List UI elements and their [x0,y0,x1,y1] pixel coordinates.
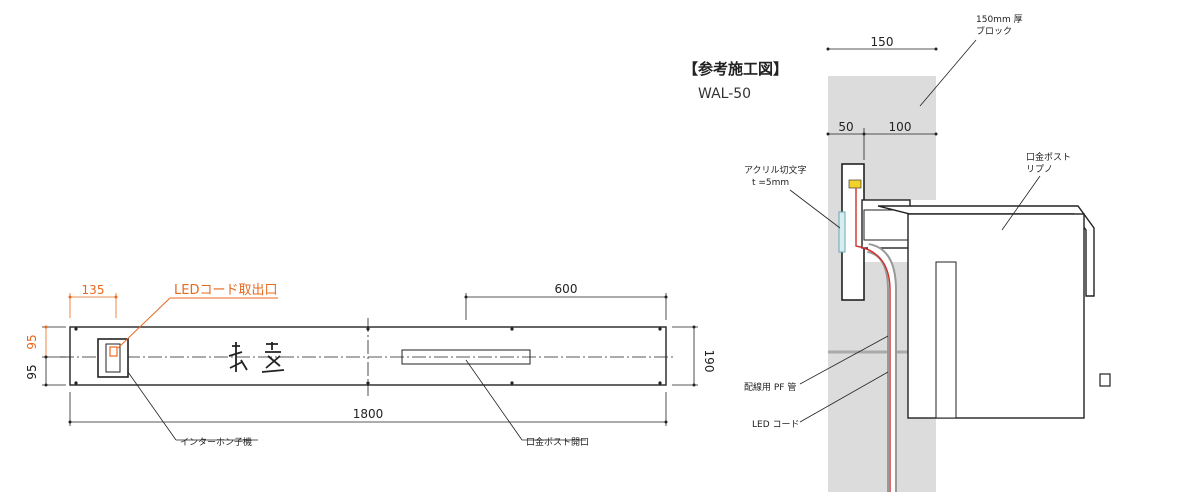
dim-95-upper-label: 95 [25,334,39,349]
dim-dot [664,420,668,424]
screw-hole [658,327,662,331]
name-lettering [228,342,285,373]
led-callout-label: LEDコード取出口 [174,283,277,298]
dim-100-label: 100 [889,120,912,134]
acrylic-letter [838,211,846,253]
drawing-title: 【参考施工図】 [683,60,788,78]
block-leader [919,39,977,107]
post-label-line2: リプノ [1026,164,1053,175]
dim-dot [68,420,72,424]
acrylic-label-line1: アクリル切文字 [744,164,807,176]
conduit-leader [799,335,889,385]
dim-dot [934,47,938,51]
block-label-line2: ブロック [976,25,1012,37]
led-callout-leader [117,297,171,349]
acrylic-leader [789,189,841,229]
dim-dot [44,355,48,359]
led-indicator [848,179,862,189]
led-cord-outlet [109,346,118,357]
intercom-label: インターホン子機 [180,436,252,448]
front-view: 135 LEDコード取出口 600 190 1800 [25,282,716,448]
screw-hole [658,381,662,385]
dim-dot [826,47,830,51]
dim-50-label: 50 [838,120,853,134]
dim-dot [826,132,830,136]
dim-dot [114,295,118,299]
post-label-line1: 口金ポスト [1026,151,1071,163]
screw-hole [510,381,514,385]
pf-conduit-inner [867,245,895,492]
mail-opening-label: 口金ポスト開口 [526,436,589,448]
dim-1800-label: 1800 [353,407,384,421]
dim-190-label: 190 [702,350,716,373]
dim-150-label: 150 [871,35,894,49]
intercom-unit [97,338,129,378]
dim-600-label: 600 [555,282,578,296]
screw-hole [74,381,78,385]
intercom-leader [127,371,177,441]
mailbox-latch [1099,373,1111,387]
acrylic-label-line2: t =5mm [752,178,789,188]
dim-dot [664,295,668,299]
dim-dot [44,325,48,329]
model-number: WAL-50 [698,86,751,102]
dim-135-label: 135 [82,283,105,297]
dim-dot [934,132,938,136]
screw-hole [510,327,514,331]
dim-dot [862,132,866,136]
mailbox-box [907,213,1085,419]
intercom-inner [105,343,121,373]
section-view: 【参考施工図】 WAL-50 150 50 100 150mm 厚 ブロック [683,14,1111,492]
mail-slot [401,349,531,365]
led-cord-leader [799,371,889,423]
block-label-line1: 150mm 厚 [976,14,1023,25]
mailbox-connector [935,261,957,419]
dim-dot [464,295,468,299]
led-cord-label: LED コード [752,420,800,430]
screw-hole [74,327,78,331]
mail-opening-leader [465,359,523,441]
dim-dot [68,295,72,299]
dim-95-lower-label: 95 [25,364,39,379]
led-cord [855,188,891,492]
dim-dot [692,325,696,329]
dim-dot [692,383,696,387]
conduit-label: 配線用 PF 管 [744,381,796,393]
post-leader [1001,175,1041,231]
dim-dot [44,383,48,387]
screw-hole [366,381,370,385]
